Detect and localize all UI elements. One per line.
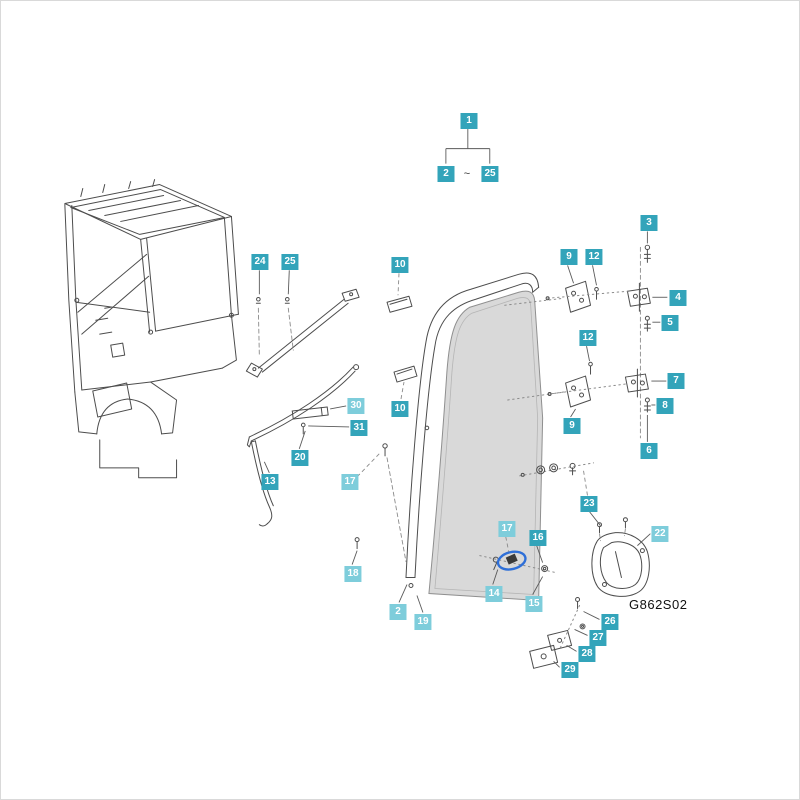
door-frame <box>405 272 540 589</box>
part-label-4[interactable]: 4 <box>669 290 687 306</box>
part-label-25[interactable]: 25 <box>281 254 299 270</box>
part-label-1[interactable]: 1 <box>460 113 478 129</box>
part-label-6[interactable]: 6 <box>640 443 658 459</box>
part-label-9[interactable]: 9 <box>563 418 581 434</box>
part-label-12[interactable]: 12 <box>579 330 597 346</box>
part-label-17[interactable]: 17 <box>341 474 359 490</box>
part-label-10[interactable]: 10 <box>391 401 409 417</box>
part-label-19[interactable]: 19 <box>414 614 432 630</box>
part-label-24[interactable]: 24 <box>251 254 269 270</box>
part-label-3[interactable]: 3 <box>640 215 658 231</box>
cab-wireframe <box>64 179 239 479</box>
part-label-18[interactable]: 18 <box>344 566 362 582</box>
part-label-2[interactable]: 2 <box>437 166 455 182</box>
part-label-2[interactable]: 2 <box>389 604 407 620</box>
fastener-row <box>255 296 595 563</box>
part-label-23[interactable]: 23 <box>580 496 598 512</box>
part-label-25[interactable]: 25 <box>481 166 499 182</box>
part-label-22[interactable]: 22 <box>651 526 669 542</box>
part-label-20[interactable]: 20 <box>291 450 309 466</box>
leader-lines <box>258 128 668 668</box>
latch-assembly <box>529 517 650 669</box>
part-label-26[interactable]: 26 <box>601 614 619 630</box>
part-label-9[interactable]: 9 <box>560 249 578 265</box>
part-label-16[interactable]: 16 <box>529 530 547 546</box>
hinge-assemblies <box>504 244 651 439</box>
part-label-10[interactable]: 10 <box>391 257 409 273</box>
highlight-ellipse <box>496 550 527 571</box>
part-label-17[interactable]: 17 <box>498 521 516 537</box>
figure-part-code: G862S02 <box>629 597 688 612</box>
group-range-tilde: ~ <box>463 168 471 180</box>
mount-rods <box>245 288 360 527</box>
part-label-12[interactable]: 12 <box>585 249 603 265</box>
part-label-5[interactable]: 5 <box>661 315 679 331</box>
part-label-29[interactable]: 29 <box>561 662 579 678</box>
part-label-28[interactable]: 28 <box>578 646 596 662</box>
part-label-7[interactable]: 7 <box>667 373 685 389</box>
part-label-30[interactable]: 30 <box>347 398 365 414</box>
part-label-31[interactable]: 31 <box>350 420 368 436</box>
plate-parts <box>386 295 418 383</box>
part-label-27[interactable]: 27 <box>589 630 607 646</box>
part-label-15[interactable]: 15 <box>525 596 543 612</box>
handle-hardware <box>479 550 557 574</box>
part-label-14[interactable]: 14 <box>485 586 503 602</box>
part-label-8[interactable]: 8 <box>656 398 674 414</box>
part-label-13[interactable]: 13 <box>261 474 279 490</box>
